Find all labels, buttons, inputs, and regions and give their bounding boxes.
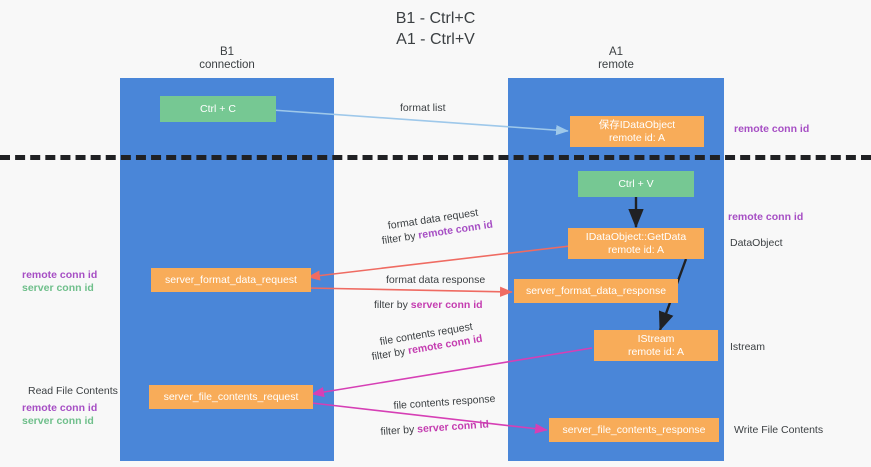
page-title: B1 - Ctrl+C A1 - Ctrl+V bbox=[0, 8, 871, 50]
box-server-format-data-response[interactable]: server_format_data_response bbox=[514, 279, 678, 303]
box-ctrl-c-label: Ctrl + C bbox=[200, 102, 236, 115]
lane-header-a1-sub: remote bbox=[598, 59, 634, 71]
box-idataobject-getdata[interactable]: IDataObject::GetData remote id: A bbox=[568, 228, 704, 259]
box-ctrl-v[interactable]: Ctrl + V bbox=[578, 171, 694, 197]
box-ctrl-c[interactable]: Ctrl + C bbox=[160, 96, 276, 122]
lane-header-a1: A1 remote bbox=[508, 46, 724, 72]
box-server-file-contents-request-label: server_file_contents_request bbox=[163, 390, 299, 403]
filter-prefix: filter by bbox=[380, 423, 418, 439]
filter-prefix: filter by bbox=[370, 345, 410, 364]
left-label-server-conn-id-mid: server conn id bbox=[22, 282, 94, 294]
box-istream-line1: IStream bbox=[637, 332, 675, 345]
edge-label-format-data-response-filter: filter by server conn id bbox=[374, 299, 483, 312]
filter-prefix: filter by bbox=[381, 229, 420, 248]
lane-header-b1-name: B1 bbox=[219, 46, 235, 58]
right-label-remote-conn-id-mid: remote conn id bbox=[728, 211, 804, 223]
box-dataobject-top[interactable]: 保存IDataObject remote id: A bbox=[570, 116, 704, 147]
filter-prefix: filter by bbox=[374, 299, 411, 311]
box-getdata-line2: remote id: A bbox=[607, 243, 665, 256]
left-label-remote-conn-id-mid: remote conn id bbox=[22, 269, 98, 281]
box-server-format-data-request-label: server_format_data_request bbox=[165, 273, 297, 286]
box-istream[interactable]: IStream remote id: A bbox=[594, 330, 718, 361]
box-istream-line2: remote id: A bbox=[627, 345, 685, 358]
box-server-file-contents-response[interactable]: server_file_contents_response bbox=[549, 418, 719, 442]
box-server-file-contents-request[interactable]: server_file_contents_request bbox=[149, 385, 313, 409]
right-label-dataobject: DataObject bbox=[730, 237, 783, 249]
box-server-file-contents-response-label: server_file_contents_response bbox=[562, 423, 706, 436]
edge-label-format-data-response: format data response bbox=[386, 274, 486, 286]
arrow-format-data-response bbox=[307, 286, 513, 297]
left-label-remote-conn-id-bottom: remote conn id bbox=[22, 402, 98, 414]
lane-header-a1-name: A1 bbox=[608, 46, 624, 58]
title-line-2: A1 - Ctrl+V bbox=[396, 31, 475, 48]
right-label-write-file-contents: Write File Contents bbox=[734, 424, 824, 436]
box-server-format-data-response-label: server_format_data_response bbox=[525, 284, 667, 297]
box-ctrl-v-label: Ctrl + V bbox=[618, 177, 654, 190]
title-line-1: B1 - Ctrl+C bbox=[395, 10, 476, 27]
left-label-server-conn-id-bottom: server conn id bbox=[22, 415, 94, 427]
right-label-istream: Istream bbox=[730, 341, 766, 353]
box-dataobject-top-line2: remote id: A bbox=[608, 131, 666, 144]
left-label-read-file-contents: Read File Contents bbox=[28, 385, 118, 397]
edge-label-file-contents-response-filter: filter by server conn id bbox=[380, 418, 489, 439]
box-getdata-line1: IDataObject::GetData bbox=[585, 230, 687, 243]
box-dataobject-top-line1: 保存IDataObject bbox=[598, 118, 676, 131]
filter-key-server-conn-id: server conn id bbox=[416, 418, 490, 436]
lane-header-b1: B1 connection bbox=[120, 46, 334, 72]
lane-header-b1-sub: connection bbox=[199, 59, 255, 71]
edge-label-format-list: format list bbox=[400, 102, 446, 114]
filter-key-server-conn-id: server conn id bbox=[410, 299, 483, 311]
edge-label-file-contents-response: file contents response bbox=[393, 392, 496, 413]
box-server-format-data-request[interactable]: server_format_data_request bbox=[151, 268, 311, 292]
divider-dashed bbox=[0, 155, 871, 160]
right-label-remote-conn-id-top: remote conn id bbox=[734, 123, 810, 135]
